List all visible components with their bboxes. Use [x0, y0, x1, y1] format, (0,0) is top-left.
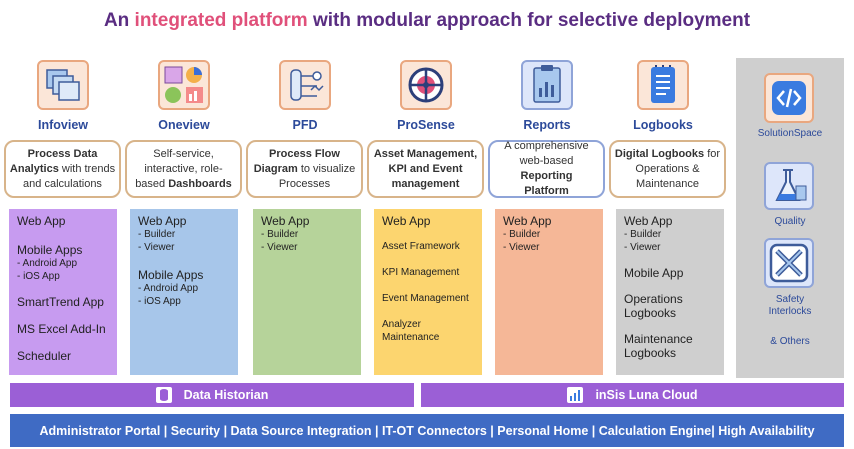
logbooks-operations-logbooks: Logbooks	[624, 306, 677, 320]
luna-cloud-label: inSis Luna Cloud	[595, 388, 698, 402]
side-quality: Quality	[774, 216, 806, 227]
oneview-icon	[158, 60, 210, 110]
side-safety: Safety	[775, 294, 805, 305]
data-historian-bar: Data Historian	[10, 383, 414, 407]
module-name-oneview: Oneview	[158, 118, 210, 132]
oneview-ios-app: - iOS App	[138, 296, 181, 307]
description-infoview: Process Data Analytics with trends and c…	[4, 140, 121, 198]
column-infoview: Web App Mobile Apps - Android App - iOS …	[9, 209, 117, 375]
interlock-icon	[764, 238, 814, 288]
oneview-mobile-apps: Mobile Apps	[138, 268, 204, 282]
reports-builder: - Builder	[503, 229, 541, 240]
page-title: An integrated platform with modular appr…	[0, 10, 854, 32]
module-name-reports: Reports	[523, 118, 571, 132]
prosense-event-management: Event Management	[382, 293, 469, 304]
prosense-icon	[400, 60, 452, 110]
infoview-scheduler: Scheduler	[17, 349, 72, 363]
logbooks-viewer: - Viewer	[624, 242, 661, 253]
module-name-pfd: PFD	[292, 118, 318, 132]
description-logbooks: Digital Logbooks for Operations & Mainte…	[609, 140, 726, 198]
infoview-icon	[37, 60, 89, 110]
oneview-android-app: - Android App	[138, 283, 199, 294]
pfd-viewer: - Viewer	[261, 242, 298, 253]
cloud-chart-icon	[567, 387, 584, 403]
column-reports: Web App - Builder - Viewer	[495, 209, 603, 375]
prosense-analyzer-maintenance: Maintenance	[382, 332, 440, 343]
logbooks-builder: - Builder	[624, 229, 662, 240]
infoview-excel-addin: MS Excel Add-In	[17, 322, 106, 336]
platform-services-bar: Administrator Portal | Security | Data S…	[10, 414, 844, 447]
description-prosense: Asset Management, KPI and Event manageme…	[367, 140, 484, 198]
side-others: & Others	[770, 336, 810, 347]
prosense-analyzer: Analyzer	[382, 319, 421, 330]
logbooks-web-app: Web App	[624, 214, 673, 228]
logbooks-icon	[637, 60, 689, 110]
data-historian-label: Data Historian	[183, 388, 269, 402]
module-name-prosense: ProSense	[397, 118, 455, 132]
side-solutionspace: SolutionSpace	[757, 128, 823, 139]
title-highlight: integrated platform	[134, 10, 308, 31]
pfd-icon	[279, 60, 331, 110]
prosense-kpi-management: KPI Management	[382, 267, 460, 278]
oneview-viewer: - Viewer	[138, 242, 175, 253]
prosense-web-app: Web App	[382, 214, 431, 228]
column-pfd: Web App - Builder - Viewer	[253, 209, 361, 375]
column-logbooks: Web App - Builder - Viewer Mobile App Op…	[616, 209, 724, 375]
description-pfd: Process Flow Diagram to visualize Proces…	[246, 140, 363, 198]
infoview-mobile-apps: Mobile Apps	[17, 243, 83, 257]
column-prosense: Web App Asset Framework KPI Management E…	[374, 209, 482, 375]
oneview-web-app: Web App	[138, 214, 187, 228]
luna-cloud-bar: inSis Luna Cloud	[421, 383, 844, 407]
code-icon	[764, 73, 814, 123]
description-reports: A comprehensive web-based Reporting Plat…	[488, 140, 605, 198]
module-name-infoview: Infoview	[37, 118, 88, 132]
logbooks-operations: Operations	[624, 292, 683, 306]
database-icon	[155, 387, 172, 403]
title-text-start: An	[103, 10, 135, 31]
reports-icon	[521, 60, 573, 110]
pfd-web-app: Web App	[261, 214, 310, 228]
prosense-asset-framework: Asset Framework	[382, 241, 460, 252]
infoview-smarttrend-app: SmartTrend App	[17, 295, 104, 309]
reports-web-app: Web App	[503, 214, 552, 228]
column-oneview: Web App - Builder - Viewer Mobile Apps -…	[130, 209, 238, 375]
pfd-builder: - Builder	[261, 229, 299, 240]
infoview-web-app: Web App	[17, 214, 66, 228]
infoview-ios-app: - iOS App	[17, 271, 60, 282]
oneview-builder: - Builder	[138, 229, 176, 240]
side-interlocks: Interlocks	[768, 306, 812, 317]
logbooks-maintenance: Maintenance	[624, 332, 693, 346]
infoview-android-app: - Android App	[17, 258, 78, 269]
module-name-logbooks: Logbooks	[633, 118, 693, 132]
title-text-end: with modular approach for selective depl…	[307, 10, 751, 31]
reports-viewer: - Viewer	[503, 242, 540, 253]
logbooks-maintenance-logbooks: Logbooks	[624, 346, 677, 360]
flask-icon	[764, 162, 814, 210]
description-oneview: Self-service, interactive, role- based D…	[125, 140, 242, 198]
logbooks-mobile-app: Mobile App	[624, 266, 684, 280]
